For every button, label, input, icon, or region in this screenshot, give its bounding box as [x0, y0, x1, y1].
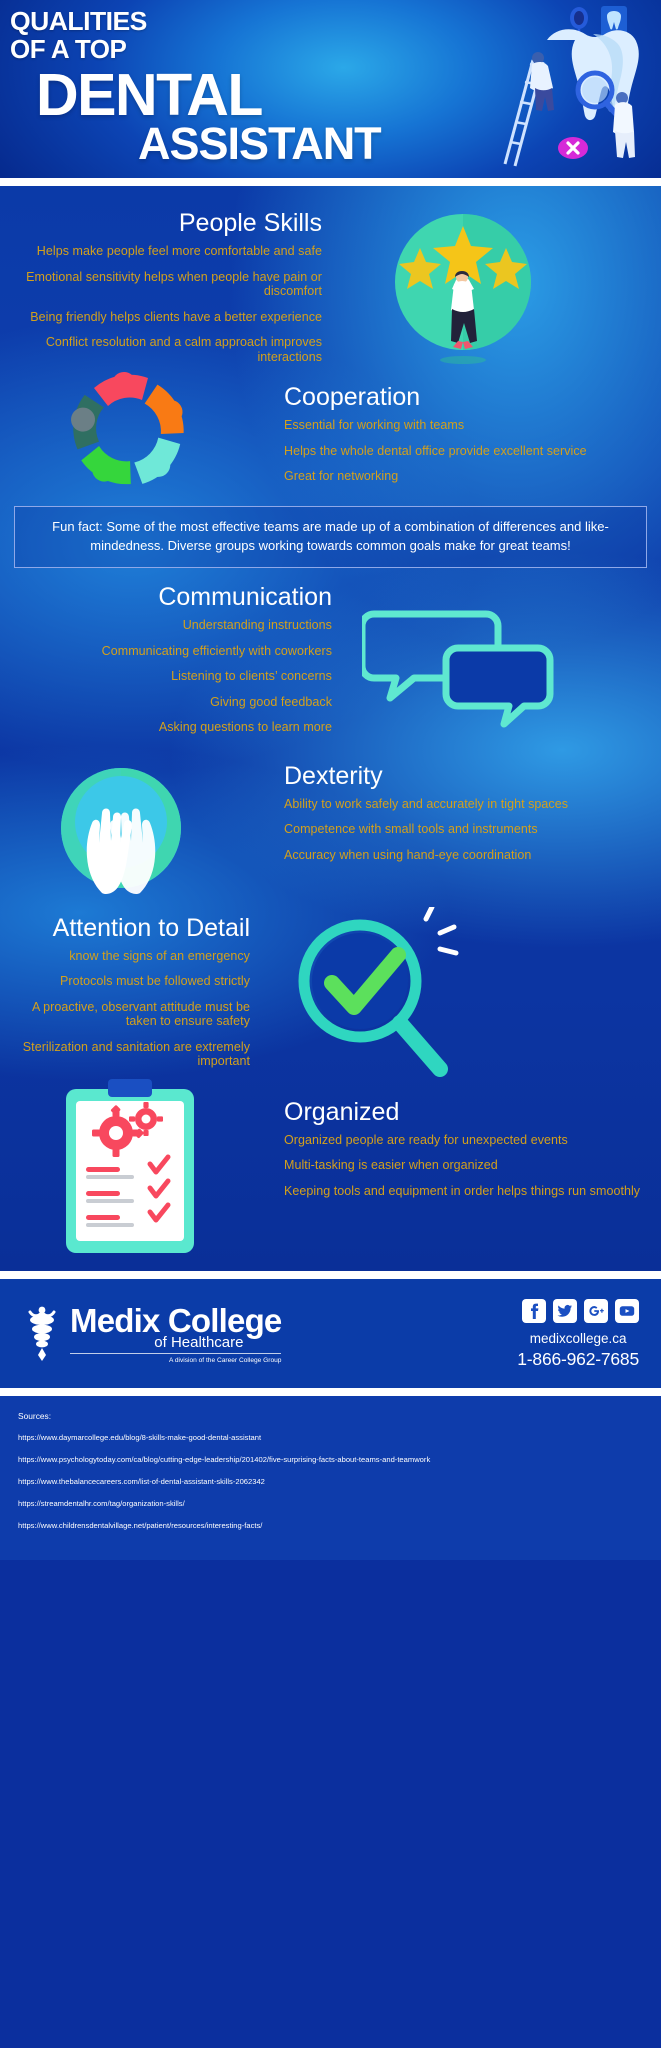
source-link[interactable]: https://www.thebalancecareers.com/list-o…: [18, 1476, 265, 1486]
communication-bullet: Giving good feedback: [210, 694, 332, 709]
header-divider: [0, 178, 661, 186]
phone-number[interactable]: 1-866-962-7685: [517, 1348, 639, 1369]
youtube-icon[interactable]: [615, 1298, 639, 1323]
footer-divider-bottom: [0, 1387, 661, 1396]
infographic-body: People Skills Helps make people feel mor…: [0, 186, 661, 1271]
section-organized: Organized Organized people are ready for…: [0, 1075, 661, 1265]
attention-to-detail-bullet: A proactive, observant attitude must be …: [31, 999, 250, 1029]
sources-section: Sources: https://www.daymarcollege.edu/b…: [0, 1395, 661, 1560]
section-attention-to-detail: Attention to Detail know the signs of an…: [0, 906, 661, 1077]
communication-bullet: Listening to clients’ concerns: [171, 669, 332, 683]
twitter-icon[interactable]: [553, 1298, 577, 1323]
social-links: [517, 1298, 639, 1323]
header-line-assistant: ASSISTANT: [138, 118, 382, 169]
people-skills-bullet: Emotional sensitivity helps when people …: [26, 269, 322, 299]
clipboard-gears-illustration: [66, 1078, 194, 1253]
people-skills-bullet: Conflict resolution and a calm approach …: [45, 335, 322, 364]
speech-bubbles-illustration: [362, 610, 554, 728]
header-title-block: QUALITIES OF A TOP DENTAL ASSISTANT: [10, 8, 382, 169]
source-link[interactable]: https://www.psychologytoday.com/ca/blog/…: [18, 1454, 431, 1464]
people-skills-bullet: Being friendly helps clients have a bett…: [30, 309, 322, 324]
dexterity-bullet: Competence with small tools and instrume…: [284, 822, 538, 836]
section-communication: Communication Understanding instructions…: [0, 582, 661, 735]
communication-title: Communication: [158, 583, 332, 611]
magnifier-checkmark-illustration: [298, 906, 459, 1077]
header-banner: QUALITIES OF A TOP DENTAL ASSISTANT: [0, 0, 661, 178]
person-reaching-stars-illustration: [395, 214, 531, 364]
source-link[interactable]: https://www.daymarcollege.edu/blog/8-ski…: [18, 1432, 262, 1442]
section-cooperation: Cooperation Essential for working with t…: [0, 340, 661, 490]
communication-bullet: Understanding instructions: [182, 618, 332, 632]
organized-bullet: Organized people are ready for unexpecte…: [284, 1132, 568, 1147]
teamwork-circle-illustration: [71, 372, 184, 485]
brand-subtitle: of Healthcare: [154, 1333, 244, 1351]
cooperation-bullet: Essential for working with teams: [284, 418, 465, 432]
organized-bullet: Multi-tasking is easier when organized: [284, 1158, 498, 1172]
fun-fact-text: Fun fact: Some of the most effective tea…: [52, 519, 609, 553]
dexterity-bullet: Ability to work safely and accurately in…: [284, 796, 569, 811]
section-people-skills: People Skills Helps make people feel mor…: [0, 186, 661, 364]
dexterity-title: Dexterity: [284, 761, 383, 790]
brand-division: A division of the Career College Group: [70, 1352, 282, 1365]
brand-name: Medix College: [70, 1301, 282, 1339]
source-link[interactable]: https://streamdentalhr.com/tag/organizat…: [18, 1498, 185, 1508]
caduceus-icon: [28, 1306, 56, 1361]
tooth-dentists-illustration: [503, 6, 639, 167]
website-link[interactable]: medixcollege.ca: [529, 1330, 627, 1346]
facebook-icon[interactable]: [522, 1298, 546, 1323]
dexterity-bullet: Accuracy when using hand-eye coordinatio…: [284, 847, 532, 862]
communication-bullet: Asking questions to learn more: [158, 720, 332, 734]
google-plus-icon[interactable]: [584, 1298, 608, 1323]
attention-to-detail-title: Attention to Detail: [52, 913, 250, 942]
attention-to-detail-bullet: Protocols must be followed strictly: [59, 974, 250, 988]
footer-contact-block: medixcollege.ca 1-866-962-7685: [517, 1298, 639, 1370]
communication-bullet: Communicating efficiently with coworkers: [101, 643, 332, 658]
footer-divider-top: [0, 1270, 661, 1279]
cooperation-bullet: Great for networking: [284, 469, 399, 483]
medix-college-logo[interactable]: Medix College of Healthcare A division o…: [22, 1301, 282, 1365]
cooperation-bullet: Helps the whole dental office provide ex…: [284, 443, 587, 458]
fun-fact-box: Fun fact: Some of the most effective tea…: [14, 506, 647, 568]
caring-hands-illustration: [61, 767, 181, 894]
attention-to-detail-bullet: know the signs of an emergency: [69, 948, 250, 963]
people-skills-title: People Skills: [178, 209, 322, 237]
organized-bullet: Keeping tools and equipment in order hel…: [284, 1183, 641, 1198]
header-line-of-a-top: OF A TOP: [10, 34, 127, 64]
cooperation-title: Cooperation: [284, 383, 421, 411]
header-line-dental: DENTAL: [36, 62, 263, 128]
footer: Medix College of Healthcare A division o…: [0, 1278, 661, 1388]
header-line-qualities: QUALITIES: [10, 6, 147, 36]
section-dexterity: Dexterity Ability to work safely and acc…: [0, 745, 661, 905]
sources-heading: Sources:: [18, 1410, 52, 1421]
source-link[interactable]: https://www.childrensdentalvillage.net/p…: [18, 1520, 263, 1530]
people-skills-bullet: Helps make people feel more comfortable …: [36, 244, 322, 258]
attention-to-detail-bullet: Sterilization and sanitation are extreme…: [22, 1039, 250, 1069]
organized-title: Organized: [284, 1097, 400, 1126]
